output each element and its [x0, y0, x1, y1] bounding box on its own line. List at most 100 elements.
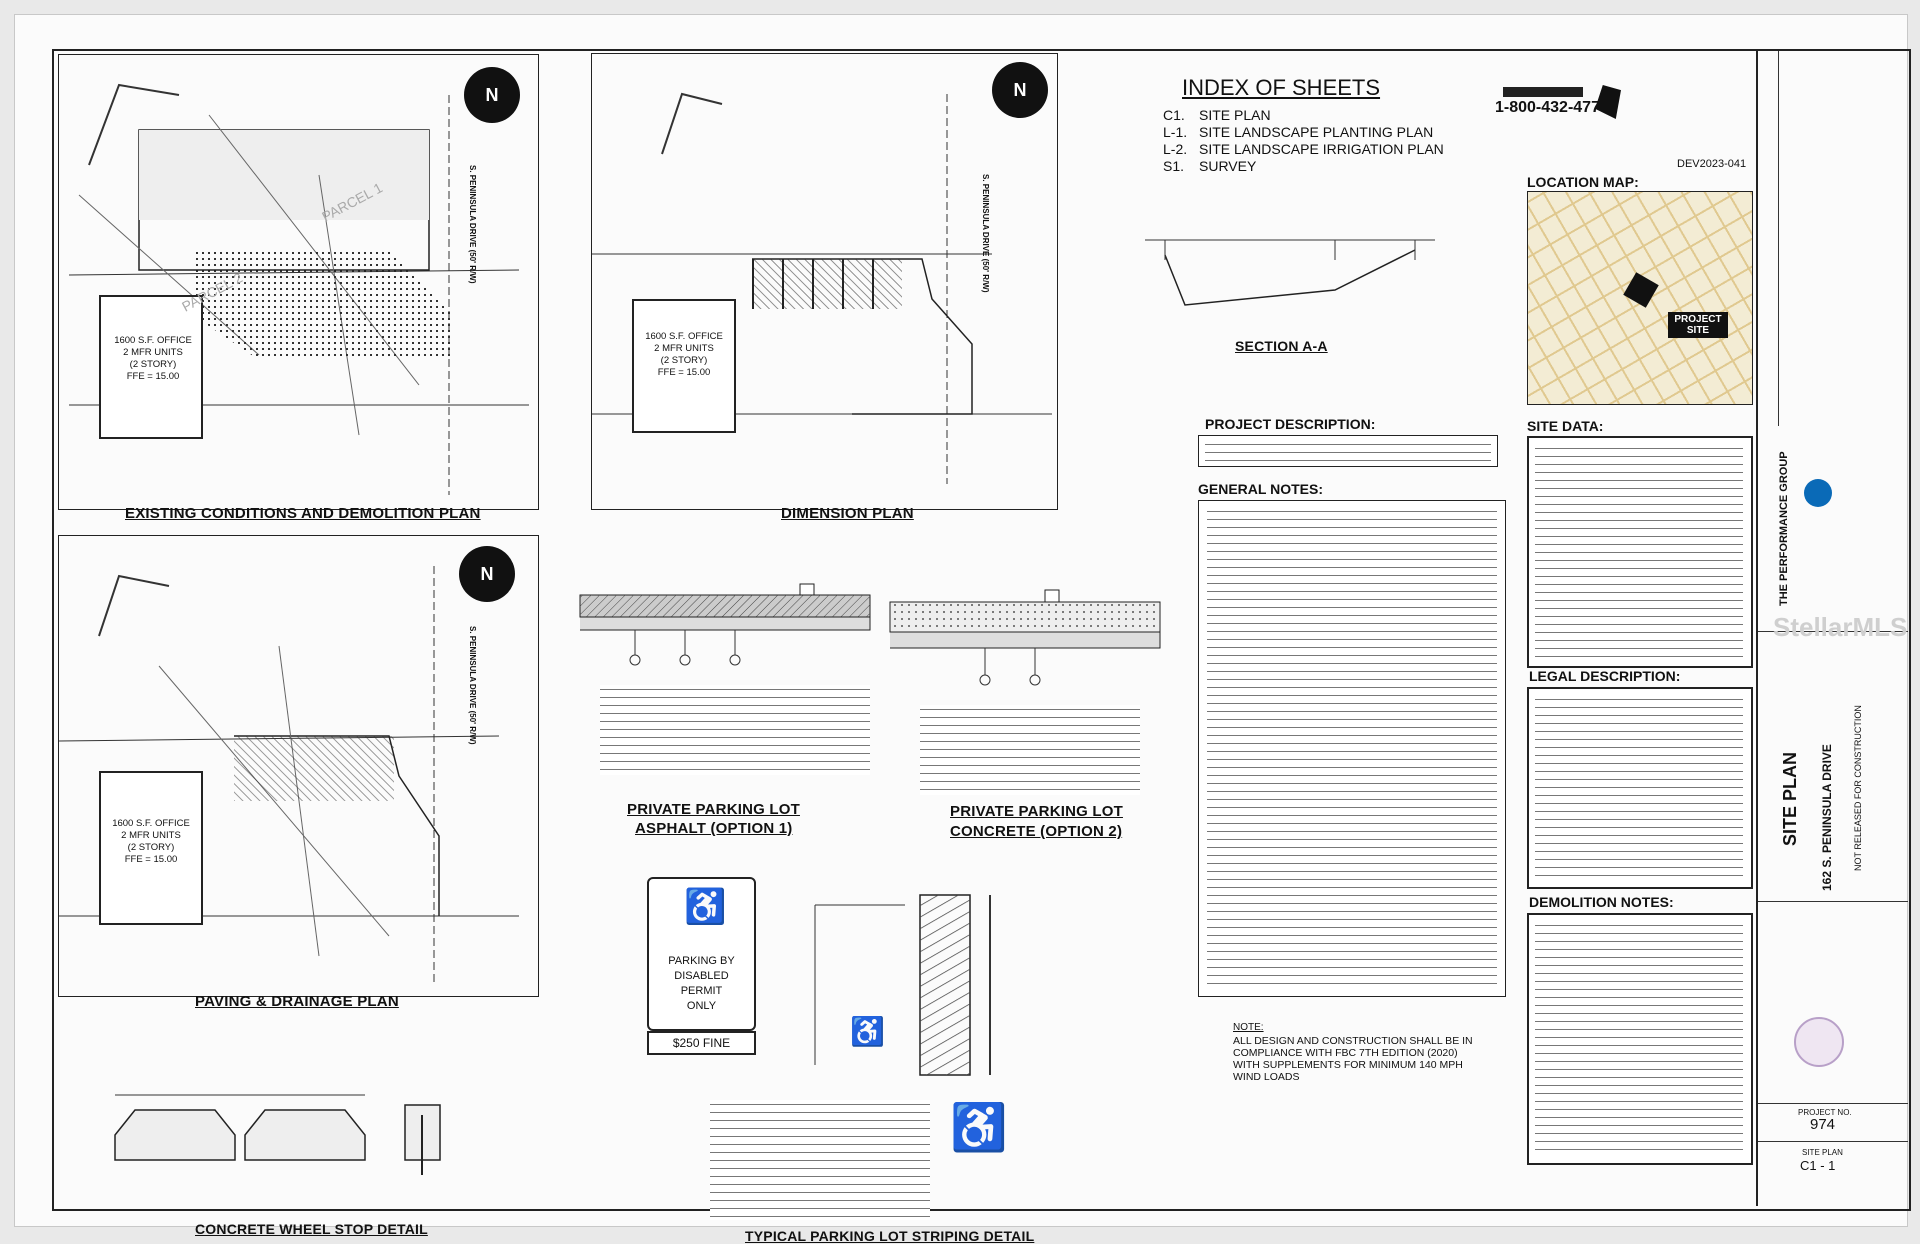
paving-building: 1600 S.F. OFFICE 2 MFR UNITS (2 STORY) F… [99, 771, 203, 925]
wheelchair-icon: ♿ [684, 888, 727, 926]
building-stories: (2 STORY) [127, 842, 175, 853]
striping-notes [710, 1100, 930, 1220]
north-arrow: N [459, 546, 515, 602]
concrete-title-line1: PRIVATE PARKING LOT [950, 803, 1123, 820]
building-area: 1600 S.F. OFFICE [112, 818, 190, 829]
index-code: C1. [1163, 107, 1185, 123]
wheel-stop-title: CONCRETE WHEEL STOP DETAIL [195, 1221, 428, 1237]
index-name: SITE LANDSCAPE IRRIGATION PLAN [1199, 141, 1444, 157]
existing-plan-title: EXISTING CONDITIONS AND DEMOLITION PLAN [125, 505, 481, 522]
general-notes-heading: GENERAL NOTES: [1198, 481, 1323, 497]
dimension-plan-title: DIMENSION PLAN [781, 505, 914, 522]
legal-description-text [1535, 695, 1743, 879]
existing-building: 1600 S.F. OFFICE 2 MFR UNITS (2 STORY) F… [99, 295, 203, 439]
demolition-notes-heading: DEMOLITION NOTES: [1529, 894, 1674, 910]
company-name: THE PERFORMANCE GROUP [1778, 451, 1790, 606]
wheel-stop-drawing [114, 1094, 441, 1175]
title-divider [1758, 631, 1908, 632]
building-area: 1600 S.F. OFFICE [114, 335, 192, 346]
title-divider [1758, 901, 1908, 902]
street-label: S. PENINSULA DRIVE (50' R/W) [468, 626, 477, 745]
location-map-heading: LOCATION MAP: [1527, 174, 1639, 190]
sign-line3: PERMIT [680, 985, 723, 997]
north-arrow: N [992, 62, 1048, 118]
drawing-sheet: N 1600 S.F. OFFICE 2 MFR UNITS (2 STORY)… [14, 14, 1911, 1244]
project-description-text [1205, 440, 1491, 462]
building-ffe: FFE = 15.00 [124, 854, 178, 865]
project-address: 162 S. PENINSULA DRIVE [1820, 744, 1834, 891]
sheet-number: C1 - 1 [1800, 1158, 1836, 1173]
index-list: C1. SITE PLAN L-1. SITE LANDSCAPE PLANTING… [1163, 107, 1444, 175]
sheet-border [52, 49, 1911, 1211]
section-aa-title: SECTION A-A [1235, 338, 1328, 354]
index-name: SITE PLAN [1199, 107, 1271, 123]
site-data-box [1527, 436, 1753, 668]
revision-column [1758, 51, 1779, 426]
building-ffe: FFE = 15.00 [657, 367, 711, 378]
index-name: SITE LANDSCAPE PLANTING PLAN [1199, 124, 1434, 140]
general-notes-box [1198, 500, 1506, 997]
legal-description-heading: LEGAL DESCRIPTION: [1529, 668, 1681, 684]
existing-conditions-panel: N 1600 S.F. OFFICE 2 MFR UNITS (2 STORY)… [58, 54, 539, 510]
building-ffe: FFE = 15.00 [126, 371, 180, 382]
general-notes-text [1207, 507, 1497, 989]
striping-drawing [814, 894, 991, 1076]
watermark: StellarMLS [1773, 612, 1908, 642]
project-site-label: PROJECT SITE [1668, 312, 1728, 338]
proposed-building: 1600 S.F. OFFICE 2 MFR UNITS (2 STORY) F… [632, 299, 736, 433]
sheet-title: SITE PLAN [1780, 751, 1800, 846]
legal-description-box [1527, 687, 1753, 889]
section-aa-drawing [1145, 239, 1435, 306]
sign-line4: ONLY [686, 1000, 717, 1012]
project-no-label: PROJECT NO. [1798, 1108, 1852, 1117]
building-units: 2 MFR UNITS [121, 830, 181, 841]
concrete-section-drawing [889, 589, 1161, 686]
title-divider [1758, 1103, 1908, 1104]
concrete-notes [920, 705, 1140, 795]
paving-plan-title: PAVING & DRAINAGE PLAN [195, 993, 399, 1010]
index-code: L-2. [1163, 141, 1188, 157]
index-code: S1. [1163, 158, 1185, 174]
sign-line2: DISABLED [674, 970, 729, 982]
building-stories: (2 STORY) [129, 359, 177, 370]
building-stories: (2 STORY) [660, 355, 708, 366]
dig-phone: 1-800-432-4770 [1495, 99, 1609, 116]
paving-hatch [234, 736, 394, 801]
striping-title: TYPICAL PARKING LOT STRIPING DETAIL [745, 1228, 1035, 1244]
project-site-marker [1623, 272, 1659, 308]
code-compliance-note: ALL DESIGN AND CONSTRUCTION SHALL BE IN … [1233, 1035, 1473, 1083]
building-area: 1600 S.F. OFFICE [645, 331, 723, 342]
permit-number: DEV2023-041 [1677, 158, 1747, 170]
title-block: THE PERFORMANCE GROUP SITE PLAN 162 S. P… [1756, 51, 1908, 1206]
wheelchair-pavement-icon: ♿ [850, 1016, 885, 1047]
index-name: SURVEY [1199, 158, 1257, 174]
disabled-parking-sign: ♿ PARKING BY DISABLED PERMIT ONLY [647, 877, 756, 1031]
site-data-heading: SITE DATA: [1527, 418, 1604, 434]
asphalt-title-line1: PRIVATE PARKING LOT [627, 801, 800, 818]
north-arrow: N [464, 67, 520, 123]
fine-sign: $250 FINE [647, 1031, 756, 1055]
asphalt-notes [600, 685, 870, 775]
street-label: S. PENINSULA DRIVE (50' R/W) [468, 165, 477, 284]
asphalt-title-line2: ASPHALT (OPTION 1) [635, 820, 793, 837]
project-number: 974 [1810, 1116, 1836, 1133]
location-map: PROJECT SITE [1527, 191, 1753, 405]
wheelchair-symbol-detail-icon: ♿ [950, 1101, 1008, 1153]
demolition-notes-text [1535, 921, 1743, 1155]
title-divider [1758, 1141, 1908, 1142]
existing-plan-drawing [68, 83, 529, 495]
site-data-text [1535, 444, 1743, 658]
project-description-box [1198, 435, 1498, 467]
asphalt-section-drawing [579, 583, 871, 666]
street-label: S. PENINSULA DRIVE (50' R/W) [981, 174, 990, 293]
parking-stall-lines [752, 259, 902, 309]
index-heading: INDEX OF SHEETS [1182, 75, 1381, 100]
sign-line1: PARKING BY [668, 955, 735, 967]
demolition-notes-box [1527, 913, 1753, 1165]
index-code: L-1. [1163, 124, 1188, 140]
paving-plan-panel: N 1600 S.F. OFFICE 2 MFR UNITS (2 STORY)… [58, 535, 539, 997]
building-units: 2 MFR UNITS [654, 343, 714, 354]
note-heading: NOTE: [1233, 1022, 1264, 1033]
project-description-heading: PROJECT DESCRIPTION: [1205, 416, 1376, 432]
dimension-plan-panel: N 1600 S.F. OFFICE 2 MFR UNITS (2 STORY)… [591, 53, 1058, 510]
